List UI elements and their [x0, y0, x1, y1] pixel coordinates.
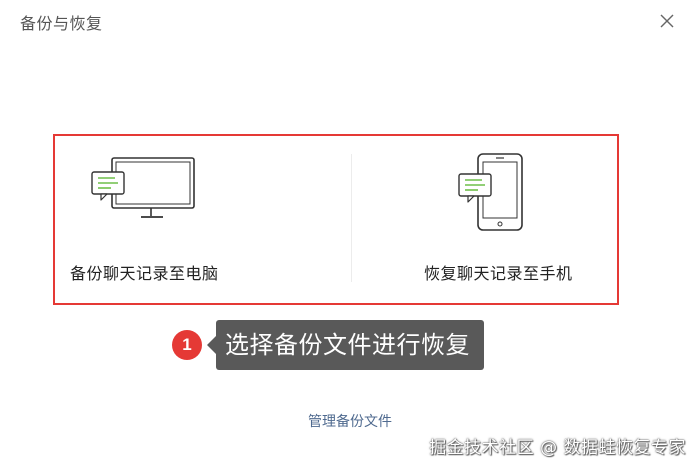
step-tooltip: 选择备份文件进行恢复 — [216, 320, 484, 370]
watermark: 掘金技术社区 @ 数据蛙恢复专家 — [429, 438, 686, 458]
monitor-chat-icon — [91, 157, 195, 218]
backup-to-pc-option[interactable]: 备份聊天记录至电脑 — [55, 136, 351, 303]
backup-to-pc-label: 备份聊天记录至电脑 — [70, 264, 219, 283]
highlight-box: 备份聊天记录至电脑 恢复聊天记录至手机 — [53, 134, 619, 305]
close-button[interactable] — [654, 8, 680, 34]
window-title: 备份与恢复 — [20, 14, 103, 33]
close-icon — [660, 14, 674, 28]
tooltip-arrow — [207, 335, 217, 355]
phone-chat-icon — [458, 153, 523, 231]
restore-to-phone-label: 恢复聊天记录至手机 — [424, 264, 573, 283]
restore-to-phone-option[interactable]: 恢复聊天记录至手机 — [352, 136, 617, 303]
divider — [351, 154, 352, 282]
step-number-badge: 1 — [172, 330, 202, 360]
manage-backup-files-link[interactable]: 管理备份文件 — [308, 414, 392, 430]
